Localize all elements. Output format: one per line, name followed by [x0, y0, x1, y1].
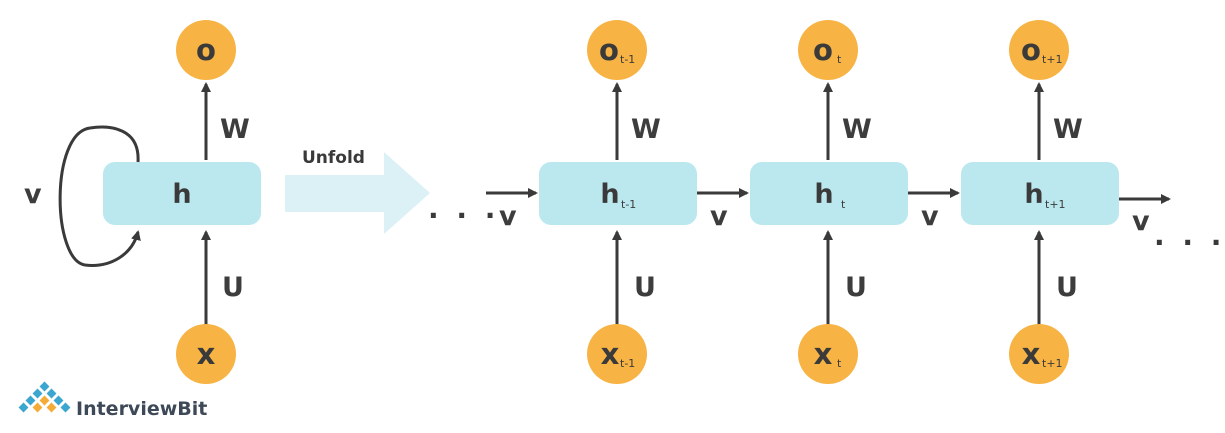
interviewbit-logo-icon — [18, 381, 71, 413]
interviewbit-logo: InterviewBit — [18, 381, 207, 420]
folded-v-label: v — [24, 179, 42, 210]
hidden-sub-t: t — [841, 198, 846, 211]
input-main-t: x — [814, 337, 833, 371]
hidden-node-t — [750, 162, 908, 225]
timestep-t-minus-1: v o t-1 W h t-1 U x t-1 — [486, 20, 697, 384]
input-node-t — [798, 324, 858, 384]
output-main-t-minus-1: o — [599, 33, 619, 67]
hidden-node-t-plus-1 — [961, 162, 1119, 225]
input-main-t-minus-1: x — [601, 337, 620, 371]
folded-hidden-node — [103, 162, 261, 225]
hidden-node-t-minus-1 — [539, 162, 697, 225]
input-node-t-plus-1 — [1009, 324, 1069, 384]
folded-output-node — [176, 20, 236, 80]
v-label-t-minus-1: v — [499, 201, 517, 232]
trailing-v-label: v — [1132, 206, 1150, 237]
w-label-t: W — [842, 114, 872, 145]
v-label-t: v — [710, 201, 728, 232]
u-label-t-plus-1: U — [1056, 272, 1078, 303]
u-label-t: U — [845, 272, 867, 303]
leading-ellipsis: . . . — [428, 192, 499, 225]
timestep-t: v o t W h t U x t — [697, 20, 908, 384]
trailing-ellipsis: . . . — [1154, 219, 1225, 252]
input-sub-t: t — [837, 357, 842, 370]
input-main-t-plus-1: x — [1022, 337, 1041, 371]
w-label-t-plus-1: W — [1053, 114, 1083, 145]
output-node-t-plus-1 — [1009, 20, 1069, 80]
folded-u-label: U — [222, 272, 244, 303]
u-label-t-minus-1: U — [634, 272, 656, 303]
folded-hidden-label: h — [172, 179, 191, 210]
input-node-t-minus-1 — [587, 324, 647, 384]
unfold-arrow-shape — [285, 152, 430, 234]
v-label-t-plus-1: v — [921, 201, 939, 232]
folded-w-label: W — [220, 114, 250, 145]
output-sub-t: t — [837, 53, 842, 66]
output-sub-t-minus-1: t-1 — [620, 53, 635, 66]
folded-rnn: o W h U x v — [24, 20, 261, 384]
unfold-arrow: Unfold — [285, 148, 430, 234]
output-label-t-minus-1: o — [599, 33, 619, 67]
output-node-t-minus-1 — [587, 20, 647, 80]
folded-recurrent-loop — [58, 125, 141, 267]
timestep-t-plus-1: v o t+1 W h t+1 U x t+1 — [908, 20, 1119, 384]
hidden-sub-t-plus-1: t+1 — [1045, 198, 1066, 211]
folded-input-node — [176, 324, 236, 384]
output-node-t — [798, 20, 858, 80]
hidden-main-t-plus-1: h — [1024, 179, 1043, 210]
hidden-main-t: h — [814, 179, 833, 210]
unfold-label: Unfold — [302, 148, 365, 168]
input-sub-t-minus-1: t-1 — [620, 357, 635, 370]
hidden-sub-t-minus-1: t-1 — [621, 198, 636, 211]
folded-output-label: o — [196, 33, 216, 67]
folded-input-label: x — [197, 337, 216, 371]
output-main-t-plus-1: o — [1021, 33, 1041, 67]
output-sub-t-plus-1: t+1 — [1042, 53, 1063, 66]
output-main-t: o — [813, 33, 833, 67]
input-sub-t-plus-1: t+1 — [1042, 357, 1063, 370]
hidden-main-t-minus-1: h — [600, 179, 619, 210]
logo-text: InterviewBit — [76, 398, 207, 420]
w-label-t-minus-1: W — [631, 114, 661, 145]
